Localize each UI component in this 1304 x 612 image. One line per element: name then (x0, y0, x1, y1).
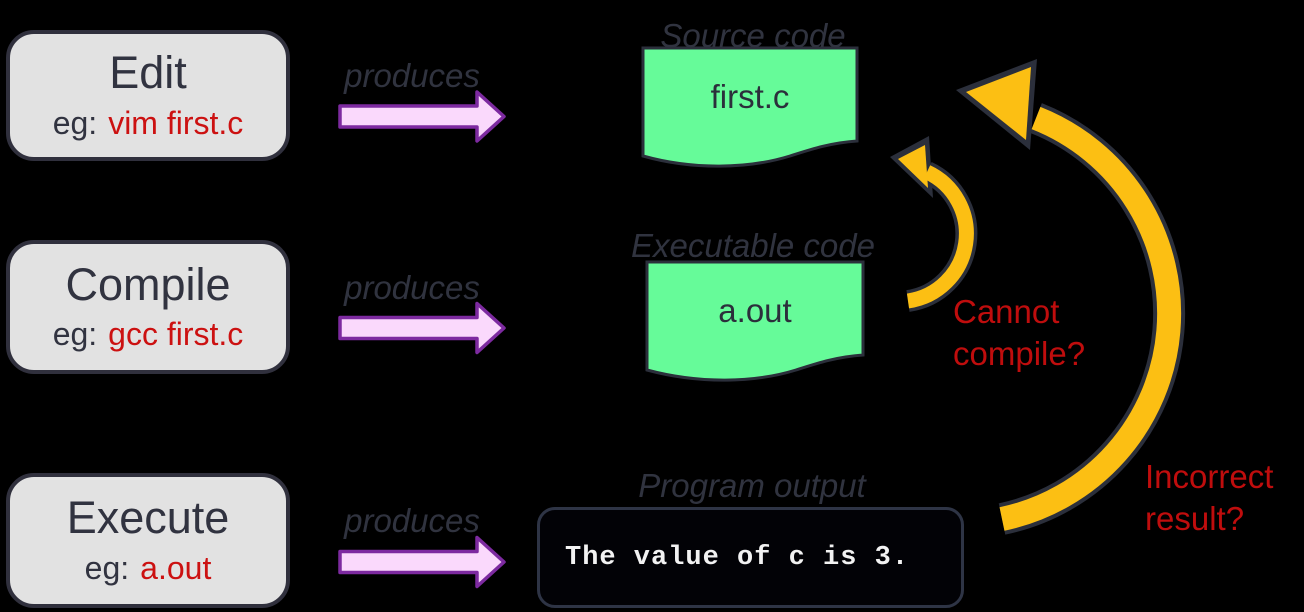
step-title: Execute (66, 492, 230, 544)
step-box-execute: Execute eg: a.out (6, 473, 290, 608)
eg-prefix: eg: (84, 549, 130, 586)
cannot-compile-line2: compile? (953, 335, 1086, 372)
produces-label: produces (344, 269, 480, 306)
incorrect-result-label: Incorrect result? (1145, 456, 1273, 540)
step-box-edit: Edit eg: vim first.c (6, 30, 290, 161)
command-text: a.out (140, 549, 212, 586)
step-box-compile: Compile eg: gcc first.c (6, 240, 290, 374)
executable-filename: a.out (718, 292, 792, 329)
step-example: eg: vim first.c (53, 105, 244, 142)
source-document-shape (641, 46, 859, 168)
step-example: eg: gcc first.c (53, 316, 244, 353)
eg-prefix: eg: (52, 316, 98, 353)
step-title: Edit (109, 47, 187, 99)
incorrect-result-line2: result? (1145, 500, 1245, 537)
step-title: Compile (65, 258, 231, 310)
produces-label: produces (344, 57, 480, 94)
produces-arrow-icon (338, 535, 506, 589)
program-output-text: The value of c is 3. (565, 542, 910, 573)
produces-arrow-icon (338, 301, 506, 355)
incorrect-result-line1: Incorrect (1145, 458, 1274, 495)
source-code-header: Source code (660, 17, 846, 54)
program-output-box: The value of c is 3. (537, 507, 964, 608)
produces-arrow-icon (338, 90, 506, 143)
eg-prefix: eg: (52, 104, 98, 141)
cannot-compile-line1: Cannot (953, 293, 1060, 330)
command-text: gcc first.c (108, 316, 244, 353)
cannot-compile-label: Cannot compile? (953, 291, 1085, 375)
program-output-header: Program output (638, 467, 866, 504)
executable-code-header: Executable code (630, 227, 875, 264)
command-text: vim first.c (108, 104, 244, 141)
executable-document-shape (645, 260, 865, 382)
source-filename: first.c (710, 78, 790, 115)
step-example: eg: a.out (85, 550, 212, 587)
produces-label: produces (344, 502, 480, 539)
retry-result-arrow-icon (956, 59, 1186, 535)
retry-compile-arrow-icon (890, 136, 978, 312)
